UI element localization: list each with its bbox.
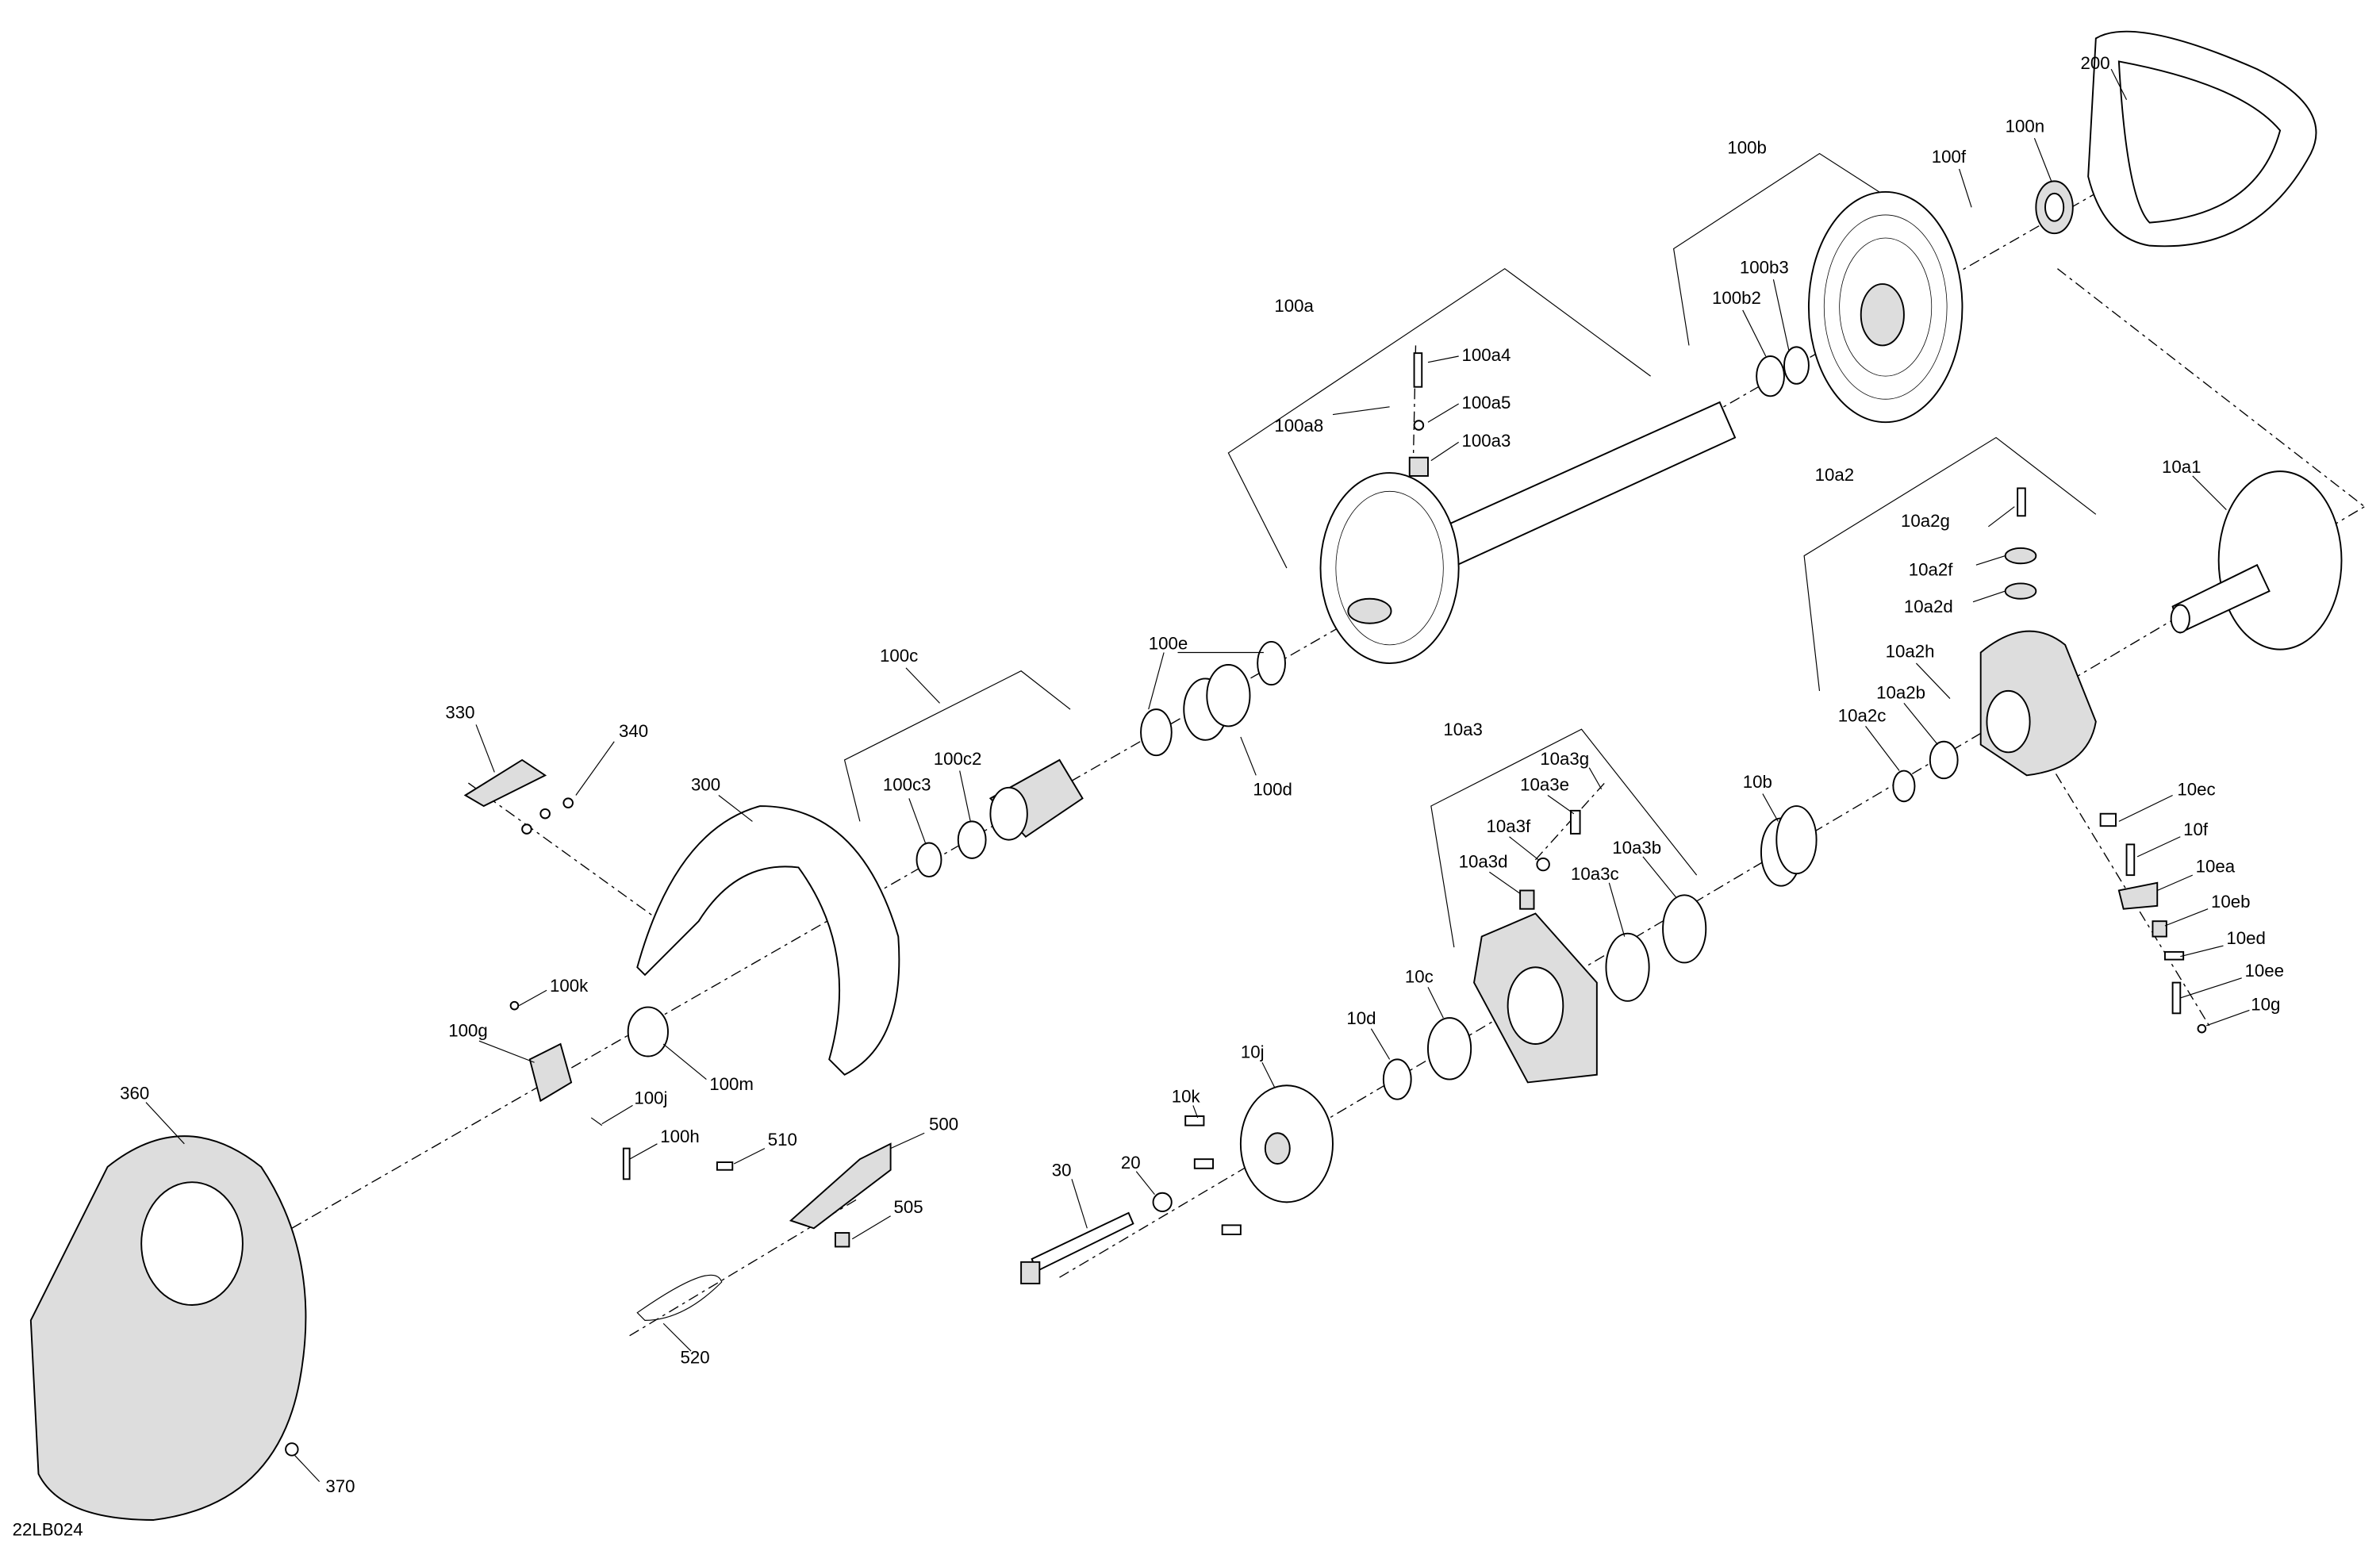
callout-100a3: 100a3: [1462, 431, 1511, 451]
callout-500: 500: [929, 1114, 958, 1134]
callout-100d: 100d: [1253, 779, 1292, 799]
callout-10a3f: 10a3f: [1487, 816, 1531, 836]
callout-100b3: 100b3: [1740, 257, 1789, 277]
callout-520: 520: [680, 1348, 709, 1368]
callout-100b2: 100b2: [1712, 288, 1761, 308]
callout-20: 20: [1121, 1153, 1141, 1173]
part-callouts: 200 100n 100f 100b 100b3 100b2 100a 100a…: [13, 53, 2284, 1539]
callout-10a3g: 10a3g: [1540, 749, 1589, 769]
callout-10a3: 10a3: [1443, 720, 1483, 739]
callout-10a3e: 10a3e: [1520, 775, 1569, 795]
callout-100h: 100h: [660, 1127, 700, 1146]
callout-100n: 100n: [2006, 116, 2045, 136]
callout-30: 30: [1052, 1160, 1072, 1180]
callout-100a: 100a: [1274, 296, 1314, 316]
callout-100j: 100j: [634, 1088, 667, 1107]
callout-10g: 10g: [2251, 994, 2280, 1014]
callout-340: 340: [619, 721, 648, 741]
callout-100m: 100m: [709, 1074, 754, 1094]
callout-100c2: 100c2: [934, 749, 982, 769]
callout-10j: 10j: [1241, 1042, 1265, 1061]
callout-10a2d: 10a2d: [1904, 597, 1953, 616]
diagram-id: 22LB024: [13, 1519, 83, 1539]
callout-10a2g: 10a2g: [1901, 511, 1950, 531]
callout-360: 360: [120, 1084, 149, 1104]
callout-10b: 10b: [1743, 772, 1772, 792]
callout-10a2: 10a2: [1815, 465, 1855, 485]
callout-100g: 100g: [448, 1020, 488, 1040]
callout-330: 330: [445, 703, 474, 723]
callout-10a3c: 10a3c: [1571, 864, 1619, 884]
callout-10a2c: 10a2c: [1838, 706, 1887, 726]
callout-10a2f: 10a2f: [1909, 560, 1953, 580]
callout-200: 200: [2080, 53, 2109, 73]
callout-10a3b: 10a3b: [1612, 838, 1661, 858]
callout-10ed: 10ed: [2226, 928, 2266, 948]
callout-510: 510: [768, 1130, 797, 1150]
callout-100k: 100k: [550, 976, 589, 996]
callout-505: 505: [893, 1197, 923, 1217]
callout-100c: 100c: [880, 646, 918, 666]
callout-10c: 10c: [1405, 967, 1434, 987]
callout-10ec: 10ec: [2177, 779, 2215, 799]
callout-100f: 100f: [1932, 147, 1967, 167]
callout-100a5: 100a5: [1462, 393, 1511, 413]
part-drawings: [29, 30, 2343, 1521]
group-brackets: [843, 152, 2097, 948]
callout-10ea: 10ea: [2196, 856, 2236, 876]
callout-10d: 10d: [1346, 1008, 1376, 1028]
callout-100e: 100e: [1149, 634, 1188, 654]
callout-10ee: 10ee: [2245, 961, 2285, 981]
leader-lines: [145, 68, 2250, 1482]
callout-10a3d: 10a3d: [1459, 851, 1508, 871]
callout-10a2h: 10a2h: [1886, 641, 1935, 661]
callout-300: 300: [691, 775, 720, 795]
callout-10a2b: 10a2b: [1876, 683, 1925, 703]
callout-10a1: 10a1: [2162, 457, 2202, 477]
callout-100b: 100b: [1727, 138, 1767, 158]
callout-370: 370: [325, 1476, 355, 1496]
callout-100a8: 100a8: [1274, 416, 1323, 436]
callout-10eb: 10eb: [2211, 892, 2251, 912]
callout-10k: 10k: [1172, 1087, 1201, 1107]
callout-100a4: 100a4: [1462, 345, 1511, 365]
callout-100c3: 100c3: [883, 775, 931, 795]
callout-10f: 10f: [2183, 819, 2209, 839]
